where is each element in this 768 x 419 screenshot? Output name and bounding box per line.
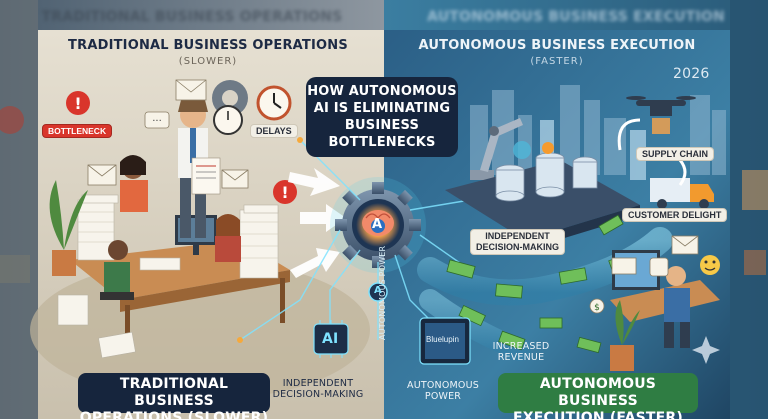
left-header-subtitle: (SLOWER) (178, 56, 238, 67)
autonomous-power-line-1: AUTONOMOUS (407, 380, 479, 391)
left-header: TRADITIONAL BUSINESS OPERATIONS (SLOWER) (38, 38, 378, 67)
bottom-left-line-2: OPERATIONS (SLOWER) (79, 410, 269, 419)
delays-label: DELAYS (250, 124, 298, 138)
customer-delight-label: CUSTOMER DELIGHT (622, 208, 728, 222)
center-title-line-4: BOTTLENECKS (328, 135, 436, 150)
right-header-title: AUTONOMOUS BUSINESS EXECUTION (418, 38, 696, 53)
independent-decision-top-line-1: INDEPENDENT (485, 231, 550, 241)
autonomous-power-line-2: POWER (424, 391, 462, 402)
worker-right (215, 214, 241, 262)
bottleneck-label: BOTTLENECK (42, 124, 113, 138)
worker-right-office (610, 250, 720, 371)
center-title-line-3: BUSINESS (344, 118, 420, 133)
independent-decision-top: INDEPENDENT DECISION-MAKING (470, 229, 565, 255)
center-title-box: HOW AUTONOMOUS AI IS ELIMINATING BUSINES… (306, 77, 458, 157)
bottom-right-line-1: AUTONOMOUS BUSINESS (539, 376, 657, 409)
svg-text:!: ! (74, 94, 81, 113)
increased-revenue-line-1: INCREASED (492, 341, 550, 352)
delivery-truck (650, 178, 714, 209)
increased-revenue-label: INCREASED REVENUE (482, 341, 560, 363)
brain-letter: A (372, 217, 383, 232)
increased-revenue-line-2: REVENUE (497, 352, 545, 363)
central-ai-gear (330, 177, 426, 273)
stressed-person-left (120, 155, 148, 212)
year-label: 2026 (673, 66, 710, 82)
bottom-right-line-2: EXECUTION (FASTER) (513, 410, 683, 419)
right-header-subtitle: (FASTER) (530, 56, 584, 67)
bluelupin-logo-text: Bluelupin (426, 335, 459, 344)
svg-text:!: ! (281, 183, 288, 202)
svg-text:$: $ (594, 303, 600, 313)
left-header-title: TRADITIONAL BUSINESS OPERATIONS (68, 38, 348, 53)
bottom-right-banner: AUTONOMOUS BUSINESS EXECUTION (FASTER) (498, 373, 698, 419)
blurred-left-header: TRADITIONAL BUSINESS OPERATIONS (41, 9, 343, 25)
robot-arm (470, 118, 531, 180)
independent-decision-bottom-line-1: INDEPENDENT (282, 378, 354, 389)
center-title-line-1: HOW AUTONOMOUS (307, 84, 457, 99)
autonomous-power-label: AUTONOMOUS POWER (404, 380, 482, 402)
bottom-left-line-1: TRADITIONAL BUSINESS (119, 376, 229, 409)
small-a-letter: A (374, 285, 382, 296)
worker-left (100, 240, 134, 300)
svg-text:···: ··· (152, 116, 162, 127)
independent-decision-bottom: INDEPENDENT DECISION-MAKING (268, 378, 368, 400)
independent-decision-bottom-line-2: DECISION-MAKING (272, 389, 364, 400)
right-header: AUTONOMOUS BUSINESS EXECUTION (FASTER) (392, 38, 722, 67)
ai-chip-label: AI (322, 331, 339, 347)
independent-decision-top-line-2: DECISION-MAKING (476, 242, 559, 252)
drone (626, 96, 696, 134)
supply-chain-label: SUPPLY CHAIN (636, 147, 715, 161)
center-title-line-2: AI IS ELIMINATING (313, 101, 451, 116)
blurred-right-header: AUTONOMOUS BUSINESS EXECUTION (427, 9, 725, 25)
bottom-left-banner: TRADITIONAL BUSINESS OPERATIONS (SLOWER) (78, 373, 270, 419)
